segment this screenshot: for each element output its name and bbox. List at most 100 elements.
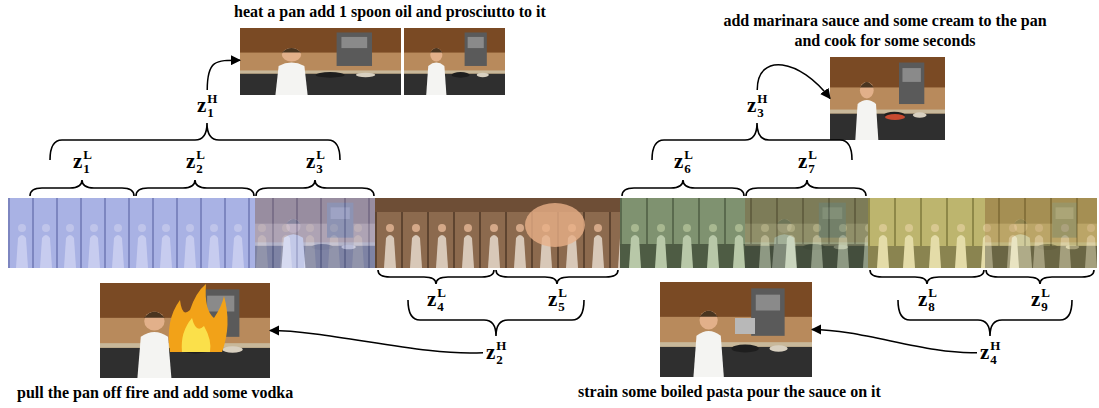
arrow-connector [270, 331, 483, 354]
variable-symbol: z [186, 151, 195, 172]
braces [30, 123, 1094, 336]
photo-1b [404, 28, 505, 95]
subscript: 8 [928, 300, 937, 314]
superscript: H [207, 92, 217, 106]
segment-3 [620, 198, 868, 268]
script-stack: L3 [316, 148, 325, 175]
brace [30, 180, 134, 196]
brace [870, 270, 984, 284]
latent-variable: zL7 [795, 146, 820, 177]
script-stack: L1 [83, 148, 92, 175]
subscript: 2 [496, 353, 506, 367]
video-frame-strip [8, 198, 1097, 268]
script-stack: L8 [928, 286, 937, 313]
latent-variable: zL1 [70, 146, 95, 177]
photo-3 [830, 57, 945, 140]
flame-core [182, 318, 211, 352]
subscript: 7 [808, 162, 817, 176]
variable-symbol: z [73, 151, 82, 172]
arrow-connector [757, 65, 830, 99]
latent-variable: zH4 [977, 337, 1003, 368]
superscript: L [684, 148, 693, 162]
latent-variable: zL5 [545, 284, 570, 315]
superscript: L [808, 148, 817, 162]
script-stack: L4 [437, 286, 446, 313]
variable-symbol: z [674, 151, 683, 172]
latent-variable: zL6 [671, 146, 696, 177]
subscript: 3 [316, 162, 325, 176]
latent-variable: zH2 [483, 337, 509, 368]
arrow-connector [207, 60, 240, 90]
keyframe-image: pull the pan off fire and add some vodka [100, 283, 270, 378]
superscript: H [990, 339, 1000, 353]
variable-symbol: z [980, 342, 989, 363]
variable-symbol: z [798, 151, 807, 172]
subscript: 1 [83, 162, 92, 176]
latent-variable: zL2 [183, 146, 208, 177]
superscript: L [1041, 286, 1050, 300]
latent-variable: zL8 [915, 284, 940, 315]
photo-4 [660, 282, 812, 377]
variable-symbol: z [918, 289, 927, 310]
flame [169, 284, 228, 352]
brace [986, 270, 1094, 284]
superscript: L [316, 148, 325, 162]
superscript: L [196, 148, 205, 162]
subscript: 1 [207, 106, 217, 120]
script-stack: L7 [808, 148, 817, 175]
segment-3-frame [745, 198, 868, 268]
caption: strain some boiled pasta pour the sauce … [578, 382, 881, 402]
subscript: 3 [757, 106, 767, 120]
brace [378, 270, 494, 284]
photo-1a [240, 28, 401, 95]
variable-symbol: z [197, 95, 206, 116]
superscript: L [928, 286, 937, 300]
segment-1 [8, 198, 375, 268]
latent-variable: zL3 [303, 146, 328, 177]
subscript: 2 [196, 162, 205, 176]
photo-2 [100, 283, 270, 378]
keyframe-image: heat a pan add 1 spoon oil and prosciutt… [240, 28, 505, 95]
photos [100, 28, 945, 378]
caption: pull the pan off fire and add some vodka [17, 383, 293, 403]
subscript: 6 [684, 162, 693, 176]
brace [136, 180, 254, 196]
script-stack: H4 [990, 339, 1000, 366]
script-stack: H1 [207, 92, 217, 119]
script-stack: H2 [496, 339, 506, 366]
variable-symbol: z [427, 289, 436, 310]
variable-symbol: z [548, 289, 557, 310]
script-stack: L2 [196, 148, 205, 175]
variable-symbol: z [747, 95, 756, 116]
segment-4-frame [985, 198, 1097, 268]
script-stack: L9 [1041, 286, 1050, 313]
script-stack: H3 [757, 92, 767, 119]
subscript: 5 [558, 300, 567, 314]
script-stack: L6 [684, 148, 693, 175]
brace [746, 180, 866, 196]
variable-symbol: z [486, 342, 495, 363]
variable-symbol: z [306, 151, 315, 172]
segment-4 [868, 198, 1097, 268]
subscript: 4 [990, 353, 1000, 367]
subscript: 9 [1041, 300, 1050, 314]
sauce [885, 114, 905, 120]
flame-glow [525, 203, 585, 247]
script-stack: L5 [558, 286, 567, 313]
latent-variable: zH3 [744, 90, 770, 121]
pot [735, 318, 755, 334]
keyframe-image: strain some boiled pasta pour the sauce … [660, 282, 812, 377]
variable-symbol: z [1031, 289, 1040, 310]
caption: add marinara sauce and some cream to the… [720, 11, 1050, 51]
subscript: 4 [437, 300, 446, 314]
brace [496, 270, 618, 284]
superscript: L [437, 286, 446, 300]
superscript: L [558, 286, 567, 300]
arrow-connector [812, 330, 977, 353]
segment-1-frame [255, 198, 375, 268]
brace [622, 180, 744, 196]
superscript: H [757, 92, 767, 106]
